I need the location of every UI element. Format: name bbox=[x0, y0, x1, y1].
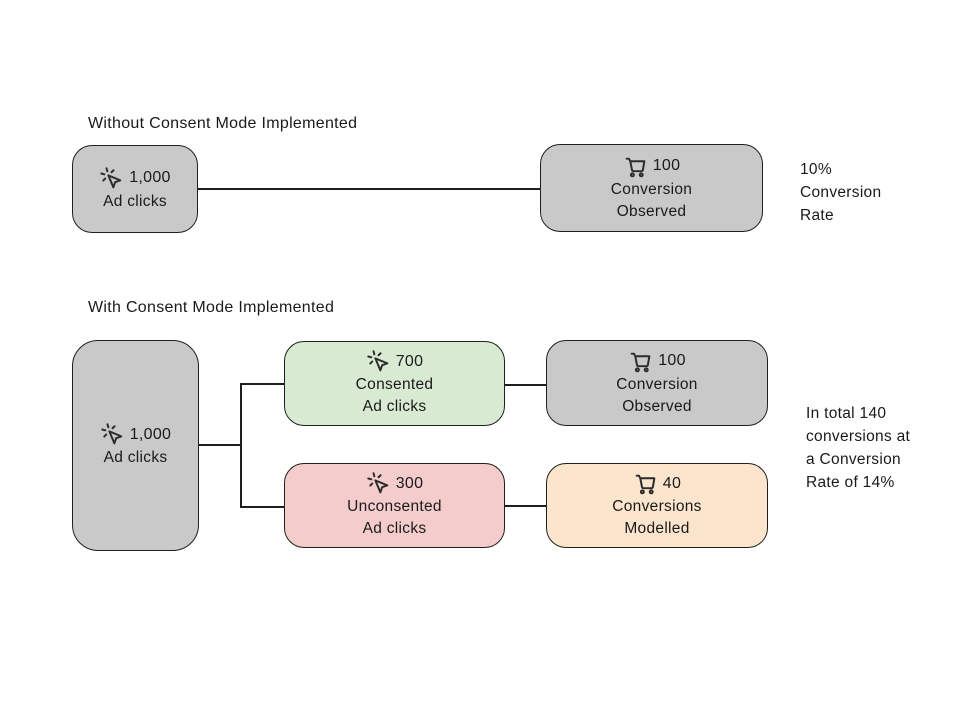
note-line: In total 140 bbox=[806, 405, 887, 422]
connector-branch-vertical bbox=[240, 383, 242, 507]
node-ad-clicks-top: 1,000 Ad clicks bbox=[72, 145, 198, 233]
connector-stem bbox=[199, 444, 241, 446]
node-label: Observed bbox=[622, 397, 692, 415]
node-label: Ad clicks bbox=[362, 398, 427, 415]
node-value: 1,000 bbox=[129, 425, 172, 443]
note-conversion-rate-top: 10% Conversion Rate bbox=[800, 158, 881, 227]
node-label: Observed bbox=[616, 202, 687, 220]
node-label: Ad clicks bbox=[362, 520, 427, 537]
connector-branch-consented bbox=[240, 383, 285, 385]
note-line: 10% bbox=[800, 161, 832, 178]
ads-click-icon bbox=[99, 166, 124, 191]
node-value-row: 40 bbox=[633, 471, 681, 496]
node-conversions-modelled: 40 Conversions Modelled bbox=[546, 463, 768, 548]
node-label: Ad clicks bbox=[103, 192, 167, 210]
connector-consented-to-observed bbox=[505, 384, 546, 386]
node-label: Conversion bbox=[616, 375, 698, 393]
note-total-conversions: In total 140 conversions at a Conversion… bbox=[806, 402, 956, 494]
node-value: 100 bbox=[652, 157, 681, 174]
ads-click-icon bbox=[100, 422, 125, 447]
note-line: conversions at bbox=[806, 428, 911, 445]
connector-unconsented-to-modelled bbox=[505, 505, 546, 507]
connector-branch-unconsented bbox=[240, 506, 285, 508]
cart-icon bbox=[628, 349, 653, 374]
node-label: Conversions bbox=[612, 498, 702, 515]
node-value: 40 bbox=[662, 474, 682, 492]
section-title-without-consent: Without Consent Mode Implemented bbox=[88, 115, 358, 132]
cart-icon bbox=[623, 154, 648, 179]
node-label: Consented bbox=[355, 376, 434, 393]
node-unconsented-ad-clicks: 300 Unconsented Ad clicks bbox=[284, 463, 505, 548]
node-value-row: 300 bbox=[366, 471, 424, 496]
node-conversion-observed-bottom: 100 Conversion Observed bbox=[546, 340, 768, 426]
node-ad-clicks-bottom: 1,000 Ad clicks bbox=[72, 340, 199, 551]
node-value: 700 bbox=[395, 352, 424, 370]
node-value-row: 100 bbox=[628, 349, 686, 374]
ads-click-icon bbox=[366, 349, 391, 374]
ads-click-icon bbox=[366, 471, 391, 496]
note-line: Conversion bbox=[800, 184, 882, 201]
node-value: 300 bbox=[395, 474, 424, 492]
node-value: 100 bbox=[658, 352, 686, 369]
cart-icon bbox=[633, 471, 658, 496]
node-value-row: 1,000 bbox=[100, 422, 172, 447]
node-value: 1,000 bbox=[129, 169, 171, 186]
node-value-row: 1,000 bbox=[99, 166, 171, 191]
node-label: Ad clicks bbox=[103, 449, 168, 466]
note-line: Rate of 14% bbox=[806, 474, 895, 491]
section-title-with-consent: With Consent Mode Implemented bbox=[88, 299, 335, 316]
node-value-row: 100 bbox=[623, 154, 681, 179]
node-label: Modelled bbox=[624, 520, 690, 537]
node-value-row: 700 bbox=[366, 349, 424, 374]
node-consented-ad-clicks: 700 Consented Ad clicks bbox=[284, 341, 505, 426]
node-label: Unconsented bbox=[347, 498, 442, 515]
node-conversion-observed-top: 100 Conversion Observed bbox=[540, 144, 763, 232]
node-label: Conversion bbox=[610, 180, 693, 198]
note-line: a Conversion bbox=[806, 451, 901, 468]
connector-top bbox=[198, 188, 541, 190]
note-line: Rate bbox=[800, 207, 834, 224]
